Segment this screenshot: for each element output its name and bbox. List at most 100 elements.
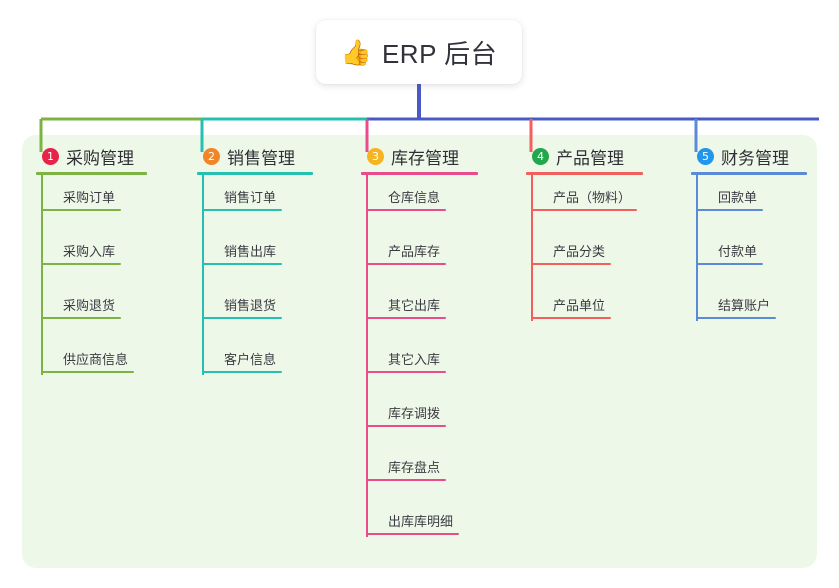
leaf-node[interactable]: 仓库信息 — [366, 175, 478, 211]
leaf-node[interactable]: 库存盘点 — [366, 427, 478, 481]
leaf-label: 结算账户 — [718, 298, 771, 313]
column-产品管理: 4 产品管理产品（物料） 产品分类产品单位 — [526, 143, 643, 321]
leaf-rule — [366, 263, 446, 265]
column-header-5[interactable]: 5 财务管理 — [691, 143, 807, 169]
leaf-label: 付款单 — [718, 244, 758, 259]
leaf-rule — [366, 317, 446, 319]
leaf-label: 其它出库 — [388, 298, 441, 313]
column-title: 产品管理 — [556, 148, 624, 168]
root-node-erp-backend[interactable]: 👍 ERP 后台 — [316, 20, 522, 84]
leaf-rule — [366, 479, 446, 481]
leaf-rule — [366, 533, 459, 535]
leaf-node[interactable]: 采购入库 — [41, 211, 147, 265]
leaf-node[interactable]: 结算账户 — [696, 265, 807, 319]
root-node-label: ERP 后台 — [381, 38, 498, 69]
column-title: 库存管理 — [391, 148, 459, 168]
leaf-label: 产品库存 — [388, 244, 441, 259]
column-header-4[interactable]: 4 产品管理 — [526, 143, 643, 169]
leaf-node[interactable]: 产品库存 — [366, 211, 478, 265]
leaf-node[interactable]: 销售订单 — [202, 175, 313, 211]
leaf-rule — [366, 425, 446, 427]
leaf-label: 供应商信息 — [63, 352, 129, 367]
column-header-2[interactable]: 2 销售管理 — [197, 143, 313, 169]
leaf-label: 客户信息 — [224, 352, 277, 367]
column-销售管理: 2 销售管理销售订单销售出库销售退货客户信息 — [197, 143, 313, 375]
leaf-rule — [202, 371, 282, 373]
column-number-badge: 5 — [697, 147, 714, 165]
branch-spine — [696, 175, 698, 321]
leaf-rule — [531, 263, 611, 265]
column-title: 采购管理 — [66, 148, 134, 168]
column-title: 销售管理 — [227, 148, 295, 168]
leaf-rule — [696, 317, 776, 319]
branch-spine — [366, 175, 368, 537]
thumbs-up-icon: 👍 — [340, 38, 372, 67]
column-number-badge: 4 — [532, 147, 549, 165]
leaf-node[interactable]: 供应商信息 — [41, 319, 147, 373]
column-header-rule — [526, 172, 643, 175]
leaf-label: 采购退货 — [63, 298, 116, 313]
leaf-label: 销售订单 — [224, 190, 277, 205]
leaf-label: 仓库信息 — [388, 190, 441, 205]
leaf-rule — [41, 371, 134, 373]
leaf-rule — [366, 371, 446, 373]
diagram-background-panel — [22, 135, 817, 568]
leaf-rule — [202, 263, 282, 265]
column-branch: 回款单付款单结算账户 — [691, 175, 807, 321]
leaf-label: 产品单位 — [553, 298, 606, 313]
leaf-rule — [202, 317, 282, 319]
leaf-rule — [41, 317, 121, 319]
leaf-label: 销售退货 — [224, 298, 277, 313]
leaf-node[interactable]: 销售出库 — [202, 211, 313, 265]
leaf-label: 其它入库 — [388, 352, 441, 367]
column-number-badge: 1 — [42, 147, 59, 165]
leaf-node[interactable]: 其它出库 — [366, 265, 478, 319]
branch-spine — [531, 175, 533, 321]
leaf-label: 采购订单 — [63, 190, 116, 205]
column-header-rule — [691, 172, 807, 175]
leaf-node[interactable]: 产品（物料） — [531, 175, 643, 211]
leaf-label: 出库库明细 — [388, 514, 454, 529]
leaf-node[interactable]: 其它入库 — [366, 319, 478, 373]
column-number-badge: 2 — [203, 147, 220, 165]
leaf-node[interactable]: 付款单 — [696, 211, 807, 265]
leaf-node[interactable]: 回款单 — [696, 175, 807, 211]
leaf-node[interactable]: 销售退货 — [202, 265, 313, 319]
leaf-label: 产品（物料） — [553, 190, 632, 205]
column-header-1[interactable]: 1 采购管理 — [36, 143, 147, 169]
leaf-label: 产品分类 — [553, 244, 606, 259]
leaf-rule — [531, 209, 637, 211]
leaf-rule — [41, 209, 121, 211]
leaf-node[interactable]: 客户信息 — [202, 319, 313, 373]
branch-spine — [202, 175, 204, 375]
leaf-rule — [531, 317, 611, 319]
leaf-label: 销售出库 — [224, 244, 277, 259]
column-title: 财务管理 — [721, 148, 789, 168]
column-branch: 仓库信息产品库存其它出库其它入库库存调拨库存盘点出库库明细 — [361, 175, 478, 537]
column-branch: 产品（物料） 产品分类产品单位 — [526, 175, 643, 321]
column-采购管理: 1 采购管理采购订单采购入库采购退货供应商信息 — [36, 143, 147, 375]
column-branch: 销售订单销售出库销售退货客户信息 — [197, 175, 313, 375]
leaf-node[interactable]: 库存调拨 — [366, 373, 478, 427]
column-header-rule — [36, 172, 147, 175]
column-header-rule — [197, 172, 313, 175]
leaf-label: 库存盘点 — [388, 460, 441, 475]
column-财务管理: 5 财务管理回款单付款单结算账户 — [691, 143, 807, 321]
leaf-label: 采购入库 — [63, 244, 116, 259]
leaf-node[interactable]: 产品分类 — [531, 211, 643, 265]
leaf-node[interactable]: 出库库明细 — [366, 481, 478, 535]
branch-spine — [41, 175, 43, 375]
leaf-node[interactable]: 产品单位 — [531, 265, 643, 319]
leaf-node[interactable]: 采购退货 — [41, 265, 147, 319]
column-header-rule — [361, 172, 478, 175]
leaf-rule — [696, 263, 763, 265]
leaf-rule — [696, 209, 763, 211]
column-branch: 采购订单采购入库采购退货供应商信息 — [36, 175, 147, 375]
leaf-rule — [202, 209, 282, 211]
leaf-node[interactable]: 采购订单 — [41, 175, 147, 211]
leaf-rule — [366, 209, 446, 211]
